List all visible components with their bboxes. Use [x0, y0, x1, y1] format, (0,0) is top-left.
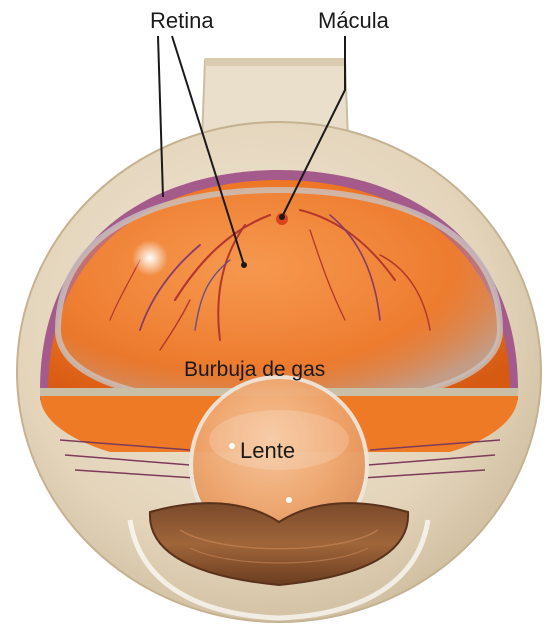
- retina-pointer-dot: [241, 262, 247, 268]
- label-retina: Retina: [150, 10, 214, 32]
- label-gas-bubble: Burbuja de gas: [184, 359, 325, 380]
- light-glint: [132, 240, 168, 276]
- label-macula: Mácula: [318, 10, 389, 32]
- label-lens: Lente: [240, 440, 295, 462]
- macula-pointer-dot: [279, 214, 285, 220]
